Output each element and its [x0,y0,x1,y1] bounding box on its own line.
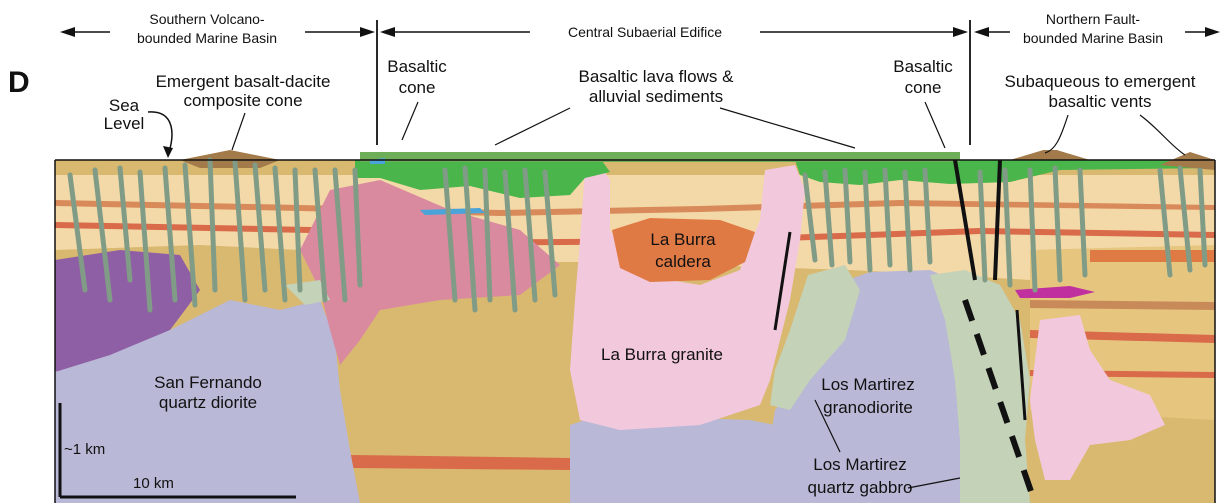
gabbro-label-2: quartz gabbro [808,478,913,497]
caldera-label-1: La Burra [650,230,716,249]
lava-flows-leader-left [495,108,570,145]
basaltic-cone-right-leader [925,102,945,148]
red-band-right-3 [1090,250,1215,262]
composite-cone-leader [232,113,245,150]
basaltic-cone-left-leader [402,102,418,140]
north-zone-title-2: bounded Marine Basin [1023,30,1163,46]
south-zone-title-1: Southern Volcano- [149,11,265,27]
sea-level-label-1: Sea [109,96,140,115]
granodiorite-label-1: Los Martirez [821,375,915,394]
arrowhead-icon [974,27,989,37]
panel-label: D [8,66,30,99]
caldera-label-2: caldera [655,252,711,271]
lava-flows-leader-right [720,108,855,148]
gabbro-label-1: Los Martirez [813,455,907,474]
central-zone-title: Central Subaerial Edifice [568,24,722,40]
granite-label: La Burra granite [601,345,723,364]
arrowhead-icon [380,27,395,37]
vents-leader-right [1140,115,1185,155]
north-zone-title-1: Northern Fault- [1046,11,1140,27]
section-body [55,148,1215,503]
san-fernando-label-1: San Fernando [154,373,262,392]
arrowhead-icon [163,146,173,158]
san-fernando-label-2: quartz diorite [159,393,257,412]
arrowhead-icon [953,27,968,37]
vents-label-1: Subaqueous to emergent [1005,72,1196,91]
composite-cone-label-2: composite cone [183,91,302,110]
vent-cone-top [1010,148,1090,160]
sea-level-label-2: Level [104,114,145,133]
callouts: Sea Level Emergent basalt-dacite composi… [104,57,1196,158]
scale-horizontal-label: 10 km [133,475,174,492]
basaltic-cone-left-label-2: cone [399,78,436,97]
basaltic-cone-right-label-2: cone [905,78,942,97]
scale-vertical-label: ~1 km [64,441,105,458]
south-zone-title-2: bounded Marine Basin [137,30,277,46]
arrowhead-icon [60,27,75,37]
vents-leader-left [1045,115,1068,153]
arrowhead-icon [360,27,375,37]
basaltic-cone-right-label-1: Basaltic [893,57,953,76]
vents-label-2: basaltic vents [1049,92,1152,111]
granodiorite-label-2: granodiorite [823,398,913,417]
composite-cone-label-1: Emergent basalt-dacite [156,72,331,91]
composite-cone-top [180,150,280,168]
lava-flows-label-1: Basaltic lava flows & [579,67,735,86]
lava-flows-label-2: alluvial sediments [589,87,723,106]
arrowhead-icon [1205,27,1220,37]
basaltic-cone-left-label-1: Basaltic [387,57,447,76]
